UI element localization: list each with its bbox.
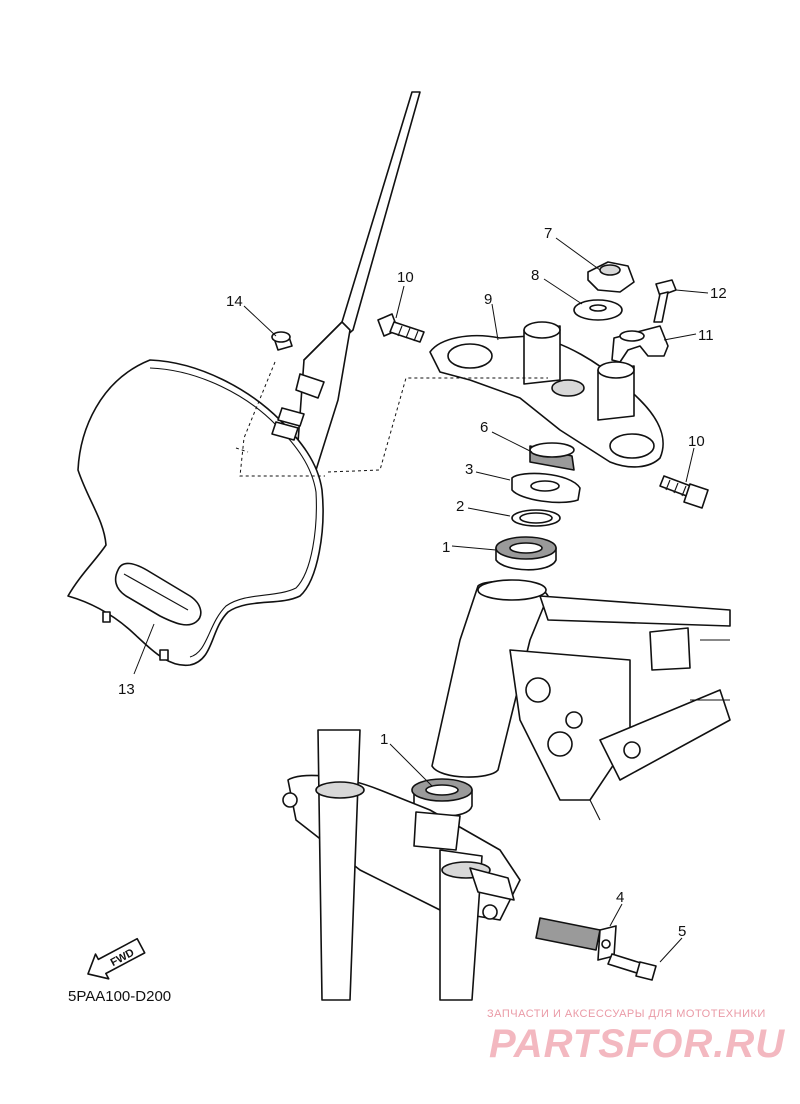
label-10-left: 10: [397, 269, 414, 286]
label-2: 2: [456, 498, 464, 515]
part-labels: 7 8 9 10 14 12 11 10 6 3 2 1 13 1 4 5: [118, 225, 727, 940]
bolt-14: [271, 331, 293, 351]
label-1-lower: 1: [380, 731, 388, 748]
label-3: 3: [465, 461, 473, 478]
label-7: 7: [544, 225, 552, 242]
lower-bracket: [282, 729, 521, 1001]
washer-8: [573, 299, 623, 321]
bolt-12: [653, 279, 677, 323]
label-1-upper: 1: [442, 539, 450, 556]
label-14: 14: [226, 293, 243, 310]
fwd-arrow-icon: FWD: [87, 937, 146, 980]
label-5: 5: [678, 923, 686, 940]
label-8: 8: [531, 267, 539, 284]
watermark-caption: ЗАПЧАСТИ И АКСЕССУАРЫ ДЛЯ МОТОТЕХНИКИ: [487, 1008, 766, 1020]
number-plate: [67, 91, 421, 667]
dust-seal: [511, 509, 561, 527]
label-11: 11: [698, 327, 714, 344]
diagram-code: 5PAA100-D200: [68, 988, 172, 1005]
watermark-logo: PARTSFOR.RU: [489, 1022, 786, 1066]
upper-bracket: [327, 321, 664, 473]
label-4: 4: [616, 889, 624, 906]
bolt-10-right: [659, 475, 709, 509]
leader-lines: [133, 237, 709, 963]
label-12: 12: [710, 285, 727, 302]
bolt-5: [607, 953, 657, 981]
ring-nut: [529, 442, 575, 471]
label-6: 6: [480, 419, 488, 436]
cable-guide: [535, 917, 617, 961]
label-13: 13: [118, 681, 135, 698]
bolt-10-left: [377, 313, 425, 343]
washer-3: [511, 472, 581, 504]
upper-bearing: [495, 536, 557, 571]
handlebar-clamp: [611, 325, 669, 363]
frame-steering-head: [431, 579, 731, 821]
label-10-right: 10: [688, 433, 705, 450]
label-9: 9: [484, 291, 492, 308]
fwd-label: FWD: [109, 947, 137, 969]
